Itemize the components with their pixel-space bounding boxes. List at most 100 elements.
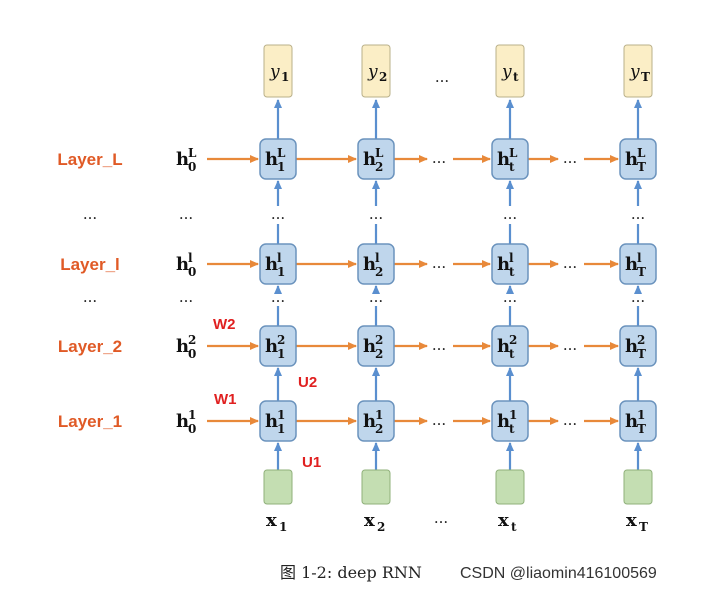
initial-state-0-sup: L: [188, 146, 197, 160]
hidden-node-2-2: [491, 325, 529, 367]
hidden-label-0-3: hLT: [625, 146, 646, 174]
layer-label-1: Layer_l: [60, 255, 120, 274]
hidden-label-1-0: hl1: [265, 251, 285, 279]
h0-ellipsis-1: ...: [179, 288, 193, 306]
hidden-label-0-2-sub: t: [509, 160, 515, 174]
hidden-label-2-1: h22: [363, 333, 383, 361]
hidden-label-0-3-letter: h: [625, 149, 638, 170]
v-ellipsis-0-0: ...: [271, 205, 285, 223]
hidden-label-0-2-sup: L: [509, 146, 518, 160]
hidden-label-1-3-sub: T: [637, 265, 646, 279]
v-ellipsis-1-1: ...: [369, 288, 383, 306]
v-ellipsis-0-2: ...: [503, 205, 517, 223]
h-ellipsis-0-1: ...: [432, 149, 446, 167]
hidden-label-2-2: h2t: [497, 333, 517, 361]
input-box-2: [495, 469, 525, 505]
hidden-label-1-0-letter: h: [265, 254, 278, 275]
hidden-label-1-3-letter: h: [625, 254, 638, 275]
input-letter-0: x: [266, 510, 277, 531]
layer-label-0: Layer_L: [57, 150, 122, 169]
h-ellipsis-2-2: ...: [563, 336, 577, 354]
initial-state-3-letter: h: [176, 411, 189, 432]
input-sub-3: T: [639, 520, 648, 534]
layer-label-3: Layer_1: [58, 412, 122, 431]
output-ellipsis: ...: [435, 68, 449, 86]
h-ellipsis-1-2: ...: [563, 254, 577, 272]
hidden-label-3-1-letter: h: [363, 411, 376, 432]
hidden-node-0-0: [259, 138, 297, 180]
hidden-label-3-2-sup: 1: [509, 408, 517, 422]
hidden-node-2-1: [357, 325, 395, 367]
v-ellipsis-0-3: ...: [631, 205, 645, 223]
hidden-label-1-1: hl2: [363, 251, 383, 279]
hidden-node-3-3: [619, 400, 657, 442]
hidden-label-0-3-sup: L: [637, 146, 646, 160]
v-ellipsis-1-2: ...: [503, 288, 517, 306]
output-box-1: [361, 44, 391, 98]
hidden-label-0-1-sub: 2: [375, 160, 383, 174]
hidden-label-2-3-sup: 2: [637, 333, 645, 347]
hidden-label-3-0-sup: 1: [277, 408, 285, 422]
hidden-label-3-0: h11: [265, 408, 285, 436]
hidden-label-2-2-sub: t: [509, 347, 515, 361]
hidden-label-0-0: hL1: [265, 146, 286, 174]
output-letter-1: y: [367, 62, 378, 82]
layer-ellipsis-0: ...: [83, 205, 97, 223]
hidden-label-2-1-sub: 2: [375, 347, 383, 361]
hidden-node-2-3: [619, 325, 657, 367]
initial-state-1: hl0: [176, 251, 196, 279]
hidden-label-3-2-letter: h: [497, 411, 510, 432]
hidden-label-1-0-sup: l: [277, 251, 282, 265]
hidden-label-2-1-sup: 2: [375, 333, 383, 347]
hidden-label-2-0-sub: 1: [277, 347, 285, 361]
input-sub-1: 2: [377, 520, 385, 534]
hidden-label-1-2-sup: l: [509, 251, 514, 265]
hidden-label-2-2-letter: h: [497, 336, 510, 357]
hidden-label-3-3-sup: 1: [637, 408, 645, 422]
h-ellipsis-3-2: ...: [563, 411, 577, 429]
initial-state-2: h20: [176, 333, 196, 361]
hidden-label-2-0-sup: 2: [277, 333, 285, 347]
weight-label-u2: U2: [298, 374, 317, 391]
hidden-label-0-0-letter: h: [265, 149, 278, 170]
hidden-node-1-3: [619, 243, 657, 285]
v-ellipsis-1-3: ...: [631, 288, 645, 306]
hidden-label-3-3-letter: h: [625, 411, 638, 432]
hidden-label-2-2-sup: 2: [509, 333, 517, 347]
hidden-label-3-1-sup: 1: [375, 408, 383, 422]
hidden-label-2-3-sub: T: [637, 347, 646, 361]
hidden-label-3-1: h12: [363, 408, 383, 436]
output-letter-2: y: [501, 62, 512, 82]
hidden-node-0-2: [491, 138, 529, 180]
hidden-label-1-2-letter: h: [497, 254, 510, 275]
weight-label-w2: W2: [213, 316, 236, 333]
output-sub-3: T: [641, 70, 650, 84]
initial-state-0: hL0: [176, 146, 197, 174]
input-letter-1: x: [364, 510, 375, 531]
h-ellipsis-3-1: ...: [432, 411, 446, 429]
figure-caption: 图 1-2: deep RNN: [280, 563, 422, 582]
initial-state-2-letter: h: [176, 336, 189, 357]
v-ellipsis-1-0: ...: [271, 288, 285, 306]
hidden-label-1-2: hlt: [497, 251, 515, 279]
weight-label-u1: U1: [302, 454, 321, 471]
initial-state-2-sub: 0: [188, 347, 196, 361]
hidden-label-2-1-letter: h: [363, 336, 376, 357]
hidden-label-1-2-sub: t: [509, 265, 515, 279]
weight-label-w1: W1: [214, 391, 237, 408]
hidden-label-2-3-letter: h: [625, 336, 638, 357]
output-sub-0: 1: [281, 70, 289, 84]
hidden-label-0-2-letter: h: [497, 149, 510, 170]
output-box-0: [263, 44, 293, 98]
v-ellipsis-0-1: ...: [369, 205, 383, 223]
initial-state-3-sup: 1: [188, 408, 196, 422]
hidden-label-1-1-letter: h: [363, 254, 376, 275]
hidden-label-3-0-letter: h: [265, 411, 278, 432]
